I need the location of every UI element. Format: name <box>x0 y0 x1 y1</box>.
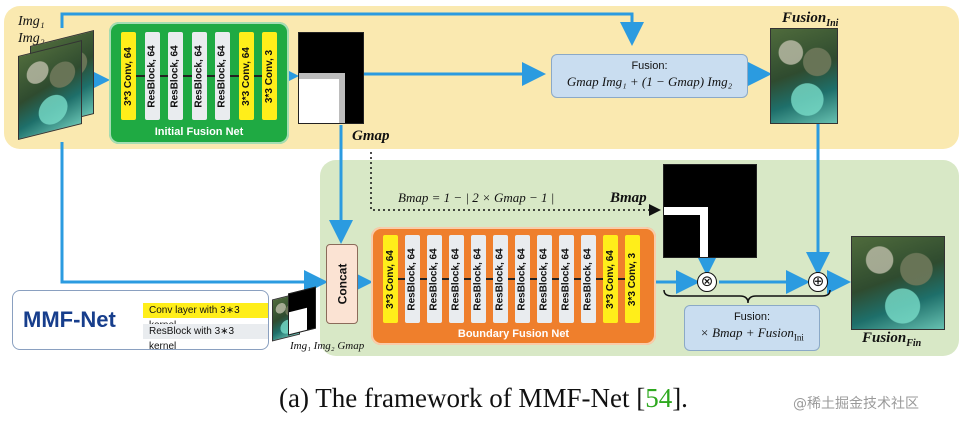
initial-net-layer-label: ResBlock, 64 <box>193 44 205 108</box>
multiply-operator-icon: ⊗ <box>697 272 717 292</box>
boundary-net-layer-label: ResBlock, 64 <box>407 247 419 311</box>
boundary-net-layer-resblock: ResBlock, 64 <box>449 235 464 323</box>
caption-ref: 54 <box>645 383 673 413</box>
boundary-net-layer-label: ResBlock, 64 <box>451 247 463 311</box>
boundary-net-layer-connector <box>442 278 449 280</box>
boundary-net-layer-connector <box>596 278 603 280</box>
boundary-net-layer-label: ResBlock, 64 <box>517 247 529 311</box>
legend: MMF-Net Conv layer with 3∗3 kernel ResBl… <box>12 290 269 352</box>
bmap-label: Bmap <box>610 190 647 206</box>
boundary-net-layer-connector <box>552 278 559 280</box>
boundary-net-layer-resblock: ResBlock, 64 <box>493 235 508 323</box>
concat-label: Concat <box>335 263 350 305</box>
img2-label: Img₂ <box>18 31 45 46</box>
boundary-net-layer-label: ResBlock, 64 <box>429 247 441 311</box>
boundary-fusion-net-label: Boundary Fusion Net <box>457 328 570 340</box>
boundary-net-layer-label: ResBlock, 64 <box>495 247 507 311</box>
legend-conv-swatch: Conv layer with 3∗3 kernel <box>143 303 268 331</box>
boundary-net-layer-label: 3*3 Conv, 3 <box>627 252 639 306</box>
concat-thumb-gmap <box>288 286 316 336</box>
boundary-net-layer-connector <box>508 278 515 280</box>
boundary-net-layer-resblock: ResBlock, 64 <box>537 235 552 323</box>
fusion-fin-image <box>851 236 945 330</box>
arrow-input-to-concat <box>60 142 328 294</box>
initial-net-layer-label: 3*3 Conv, 3 <box>264 49 276 103</box>
img1-label: Img₁ <box>18 14 45 29</box>
boundary-net-layer-connector <box>530 278 537 280</box>
boundary-net-layer-connector <box>464 278 471 280</box>
brace <box>663 289 831 304</box>
arrow-input-to-top <box>60 12 644 46</box>
initial-net-layer-connector <box>136 75 145 77</box>
initial-net-layer-resblock: ResBlock, 64 <box>168 32 183 120</box>
boundary-net-layer-label: 3*3 Conv, 64 <box>605 249 617 309</box>
boundary-net-layer-connector <box>398 278 405 280</box>
boundary-net-layer-conv: 3*3 Conv, 64 <box>603 235 618 323</box>
initial-net-layer-connector <box>253 75 262 77</box>
boundary-net-layer-label: ResBlock, 64 <box>561 247 573 311</box>
initial-net-layer-connector <box>206 75 215 77</box>
boundary-net-layer-resblock: ResBlock, 64 <box>405 235 420 323</box>
fusion-fin-label: FusionFin <box>862 330 922 349</box>
initial-net-layer-resblock: ResBlock, 64 <box>144 32 160 120</box>
initial-net-layer-label: ResBlock, 64 <box>217 44 229 108</box>
boundary-net-layer-label: ResBlock, 64 <box>473 247 485 311</box>
boundary-net-layer-resblock: ResBlock, 64 <box>427 235 442 323</box>
legend-title: MMF-Net <box>23 307 116 332</box>
initial-net-layer-label: 3*3 Conv, 64 <box>240 46 252 106</box>
fusion-bottom-box: Fusion: × Bmap + FusionIni <box>684 305 820 351</box>
gmap-image <box>298 32 364 124</box>
boundary-net-layer-connector <box>618 278 625 280</box>
boundary-net-layer-connector <box>486 278 493 280</box>
boundary-net-layer-resblock: ResBlock, 64 <box>515 235 530 323</box>
initial-fusion-net-label: Initial Fusion Net <box>154 126 244 138</box>
boundary-net-layer-conv: 3*3 Conv, 3 <box>625 235 640 323</box>
initial-net-layer-resblock: ResBlock, 64 <box>215 32 230 120</box>
fusion-bottom-formula: × Bmap + FusionIni <box>700 325 804 343</box>
boundary-net-layer-resblock: ResBlock, 64 <box>471 235 486 323</box>
boundary-net-layer-conv: 3*3 Conv, 64 <box>383 235 398 323</box>
legend-res-swatch: ResBlock with 3∗3 kernel <box>143 324 268 352</box>
initial-net-layer-conv: 3*3 Conv, 3 <box>262 32 277 120</box>
boundary-net-layer-label: 3*3 Conv, 64 <box>385 249 397 309</box>
boundary-fusion-net: 3*3 Conv, 64 ResBlock, 64 ResBlock, 64 ResB… <box>371 227 656 345</box>
initial-net-layer-connector <box>230 75 239 77</box>
boundary-net-layer-connector <box>420 278 427 280</box>
initial-net-layer-connector <box>183 75 192 77</box>
initial-net-layer-connector <box>159 75 168 77</box>
initial-net-layer-conv: 3*3 Conv, 64 <box>121 32 136 120</box>
figure-caption: (a) The framework of MMF-Net [54]. <box>279 383 688 413</box>
boundary-net-layer-label: ResBlock, 64 <box>583 247 595 311</box>
fusion-top-formula: Gmap Img₁ + (1 − Gmap) Img₂ <box>566 74 733 89</box>
initial-net-layer-conv: 3*3 Conv, 64 <box>238 32 254 120</box>
initial-fusion-net: 3*3 Conv, 64 ResBlock, 64 ResBlock, 64 ResB… <box>109 22 289 144</box>
initial-net-layer-label: ResBlock, 64 <box>146 44 158 108</box>
boundary-net-layer-resblock: ResBlock, 64 <box>559 235 574 323</box>
fusion-top-title: Fusion: <box>631 60 668 72</box>
boundary-net-layer-resblock: ResBlock, 64 <box>581 235 596 323</box>
concat-block: Concat <box>326 244 358 324</box>
gmap-label: Gmap <box>352 128 390 144</box>
concat-inputs-label: Img₁ Img₂ Gmap <box>290 340 365 352</box>
fusion-ini-label: FusionIni <box>782 10 839 29</box>
initial-net-layer-label: ResBlock, 64 <box>170 44 182 108</box>
fusion-ini-image <box>770 28 838 124</box>
input-image-front <box>18 40 82 140</box>
initial-net-layer-label: 3*3 Conv, 64 <box>123 46 135 106</box>
initial-net-layer-resblock: ResBlock, 64 <box>191 32 207 120</box>
fusion-top-box: Fusion: Gmap Img₁ + (1 − Gmap) Img₂ <box>551 54 748 98</box>
boundary-net-layer-label: ResBlock, 64 <box>539 247 551 311</box>
bmap-image <box>663 164 757 258</box>
bmap-formula: Bmap = 1 − | 2 × Gmap − 1 | <box>398 190 555 205</box>
boundary-net-layer-connector <box>574 278 581 280</box>
fusion-bottom-title: Fusion: <box>733 311 771 323</box>
watermark: @稀土掘金技术社区 <box>793 396 919 412</box>
add-operator-icon: ⊕ <box>808 272 828 292</box>
